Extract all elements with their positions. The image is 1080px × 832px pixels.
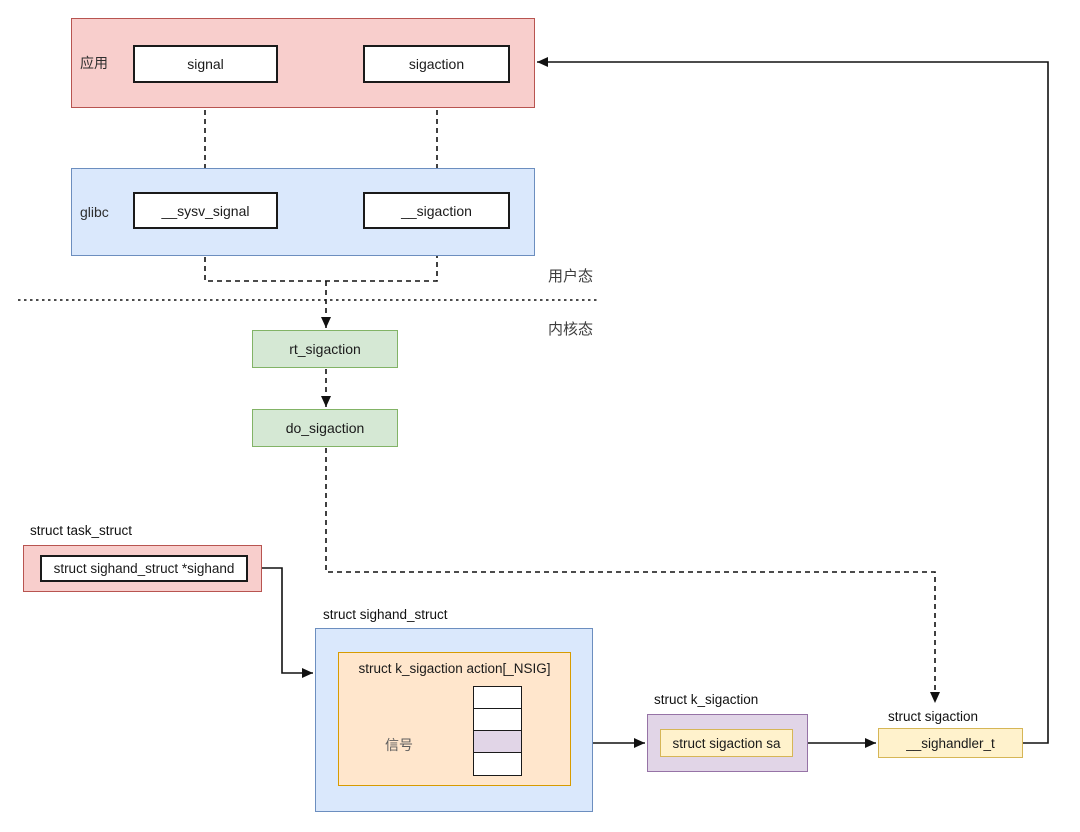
arrow-sighand-pointer-to-sighand-struct — [248, 567, 313, 678]
action-array-cell — [473, 752, 522, 776]
user-mode-label: 用户态 — [548, 268, 594, 285]
action-array-cell-selected — [473, 730, 522, 753]
do-sigaction-box: do_sigaction — [252, 409, 398, 447]
sighandler-t-field: __sighandler_t — [878, 728, 1023, 758]
sigaction-sa-field: struct sigaction sa — [660, 729, 793, 757]
sighand-pointer-field: struct sighand_struct *sighand — [40, 555, 248, 582]
action-array-cell — [473, 686, 522, 709]
sysv-signal-box: __sysv_signal — [133, 192, 278, 229]
sighand-struct-title: struct sighand_struct — [323, 607, 448, 622]
task-struct-title: struct task_struct — [30, 523, 133, 538]
rt-sigaction-box: rt_sigaction — [252, 330, 398, 368]
app-layer-label: 应用 — [80, 55, 108, 71]
k-sigaction-title: struct k_sigaction — [654, 692, 759, 707]
sigaction-glibc-box: __sigaction — [363, 192, 510, 229]
action-array-title: struct k_sigaction action[_NSIG] — [358, 661, 551, 676]
glibc-layer-label: glibc — [80, 204, 109, 220]
kernel-mode-label: 内核态 — [548, 321, 594, 338]
signal-pointer-label: 信号 — [385, 737, 413, 753]
arrow-sighandler-back-to-app — [537, 57, 1049, 744]
action-array-box: struct k_sigaction action[_NSIG] — [338, 652, 571, 786]
action-array-cell — [473, 708, 522, 731]
signal-box: signal — [133, 45, 278, 83]
sigaction-box: sigaction — [363, 45, 510, 83]
sigaction-struct-title: struct sigaction — [888, 709, 979, 724]
